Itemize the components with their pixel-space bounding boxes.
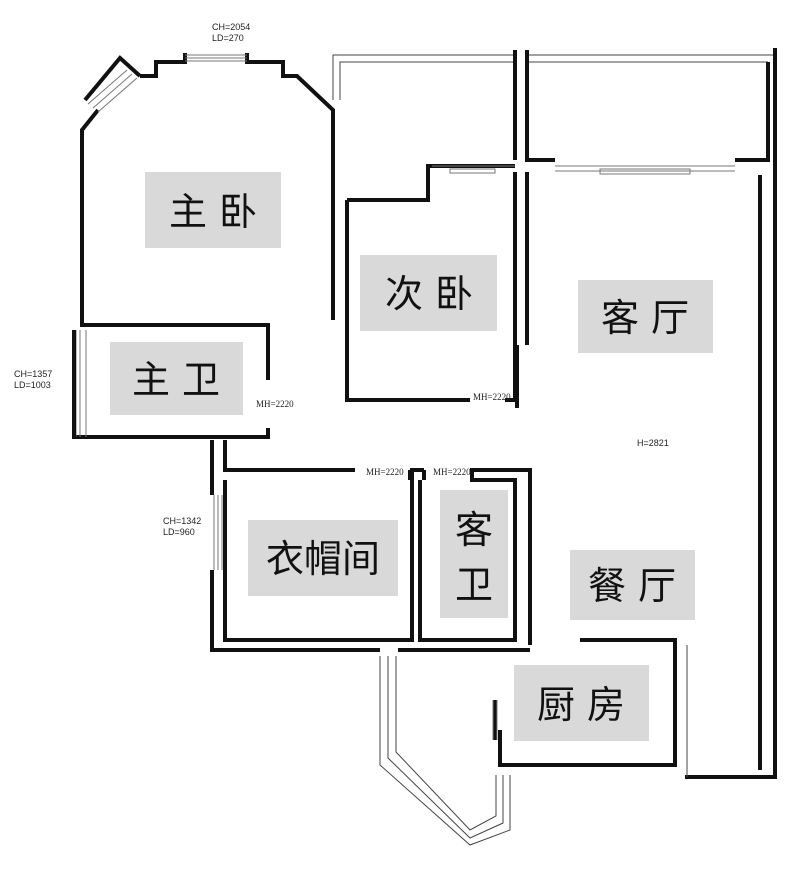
guest-bath-label-1: 客: [455, 508, 493, 552]
dining-room-label: 餐 厅: [588, 564, 676, 608]
mh-cloakroom: MH=2220: [366, 467, 404, 477]
cloakroom-label: 衣帽间: [266, 537, 380, 581]
mh-master-bath: MH=2220: [256, 399, 294, 409]
mh-second-bedroom: MH=2220: [473, 392, 511, 402]
master-bedroom-label: 主 卧: [169, 190, 257, 234]
guest-bath-label-2: 卫: [455, 563, 493, 607]
living-room-label: 客 厅: [601, 296, 689, 340]
second-bedroom-label: 次 卧: [385, 272, 473, 316]
left-window1-ch: CH=1357: [14, 369, 52, 379]
master-bath-label: 主 卫: [132, 358, 220, 402]
top-window-ld: LD=270: [212, 33, 244, 43]
mh-guest-bath: MH=2220: [433, 467, 471, 477]
kitchen-label: 厨 房: [537, 683, 625, 727]
bottom-bay: [379, 656, 511, 846]
top-window-ch: CH=2054: [212, 22, 250, 32]
cloak-guest-walls: [210, 440, 532, 652]
top-window: [185, 54, 247, 62]
left-window1-ld: LD=1003: [14, 380, 51, 390]
second-bedroom-walls: [345, 50, 517, 402]
left-window2-ld: LD=960: [163, 527, 195, 537]
left-window2-ch: CH=1342: [163, 516, 201, 526]
master-bedroom-walls: [80, 53, 335, 380]
h-living: H=2821: [637, 438, 669, 448]
living-room-walls: [515, 48, 777, 779]
balcony-outline: [332, 54, 775, 100]
kitchen-dining-walls: [492, 638, 677, 767]
diagonal-window: [87, 69, 138, 113]
master-bath-walls: [72, 330, 270, 439]
